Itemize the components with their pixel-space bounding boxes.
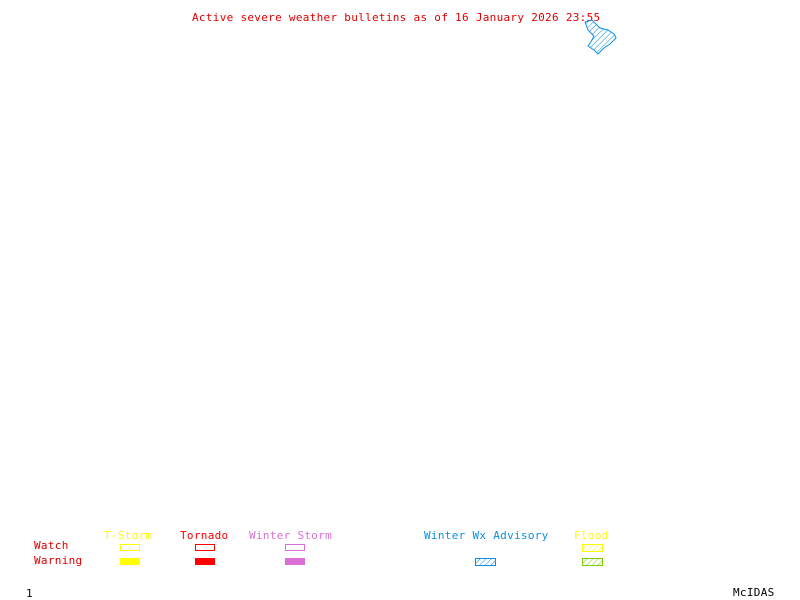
flood-watch-swatch: [582, 544, 603, 552]
legend-row-warning: Warning: [34, 554, 83, 567]
legend-label-winter-wx-advisory: Winter Wx Advisory: [424, 529, 549, 542]
tornado-watch-swatch: [195, 544, 215, 551]
winter-wx-advisory-swatch: [475, 558, 496, 566]
winter-wx-advisory-area: [584, 19, 617, 55]
legend-label-tstorm: T-Storm: [104, 529, 153, 542]
tornado-warning-swatch: [195, 558, 215, 565]
legend-label-winter-storm: Winter Storm: [249, 529, 333, 542]
legend-label-flood: Flood: [574, 529, 609, 542]
winter-storm-watch-swatch: [285, 544, 305, 551]
tstorm-watch-swatch: [120, 544, 140, 551]
legend-label-tornado: Tornado: [180, 529, 229, 542]
winter-storm-warning-swatch: [285, 558, 305, 565]
legend-row-watch: Watch: [34, 539, 69, 552]
frame-number: 1: [26, 587, 33, 600]
tstorm-warning-swatch: [120, 558, 140, 565]
flood-warning-swatch: [582, 558, 603, 566]
bulletin-title: Active severe weather bulletins as of 16…: [192, 11, 601, 24]
brand-label: McIDAS: [733, 586, 775, 599]
